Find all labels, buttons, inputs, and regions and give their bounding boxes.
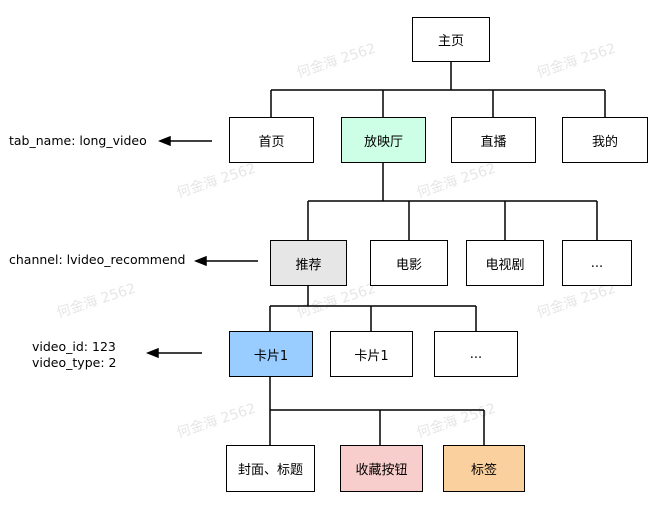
- node-tab-home: 首页: [229, 117, 314, 163]
- arrow-head-icon: [193, 255, 207, 267]
- annotation-video-type: video_type: 2: [32, 355, 117, 370]
- node-cover-title: 封面、标题: [226, 445, 315, 492]
- node-fav-button: 收藏按钮: [340, 445, 423, 492]
- node-tab-live: 直播: [451, 117, 536, 163]
- node-channel-tv: 电视剧: [466, 240, 544, 286]
- annotation-channel: channel: lvideo_recommend: [9, 252, 186, 267]
- node-tab-mine: 我的: [562, 117, 648, 163]
- node-card-1: 卡片1: [229, 331, 313, 377]
- node-tab-hall: 放映厅: [341, 117, 426, 163]
- arrow-head-icon: [157, 135, 171, 147]
- node-channel-movie: 电影: [370, 240, 448, 286]
- annotation-tab-name: tab_name: long_video: [9, 133, 147, 148]
- node-home-root: 主页: [412, 17, 490, 62]
- node-card-2: 卡片1: [330, 331, 413, 377]
- arrow-head-icon: [145, 347, 159, 359]
- annotation-video-id: video_id: 123: [32, 339, 116, 354]
- node-card-more: ...: [434, 331, 518, 377]
- node-channel-more: ...: [562, 240, 632, 286]
- node-channel-recommend: 推荐: [270, 240, 347, 286]
- node-tag: 标签: [443, 445, 525, 492]
